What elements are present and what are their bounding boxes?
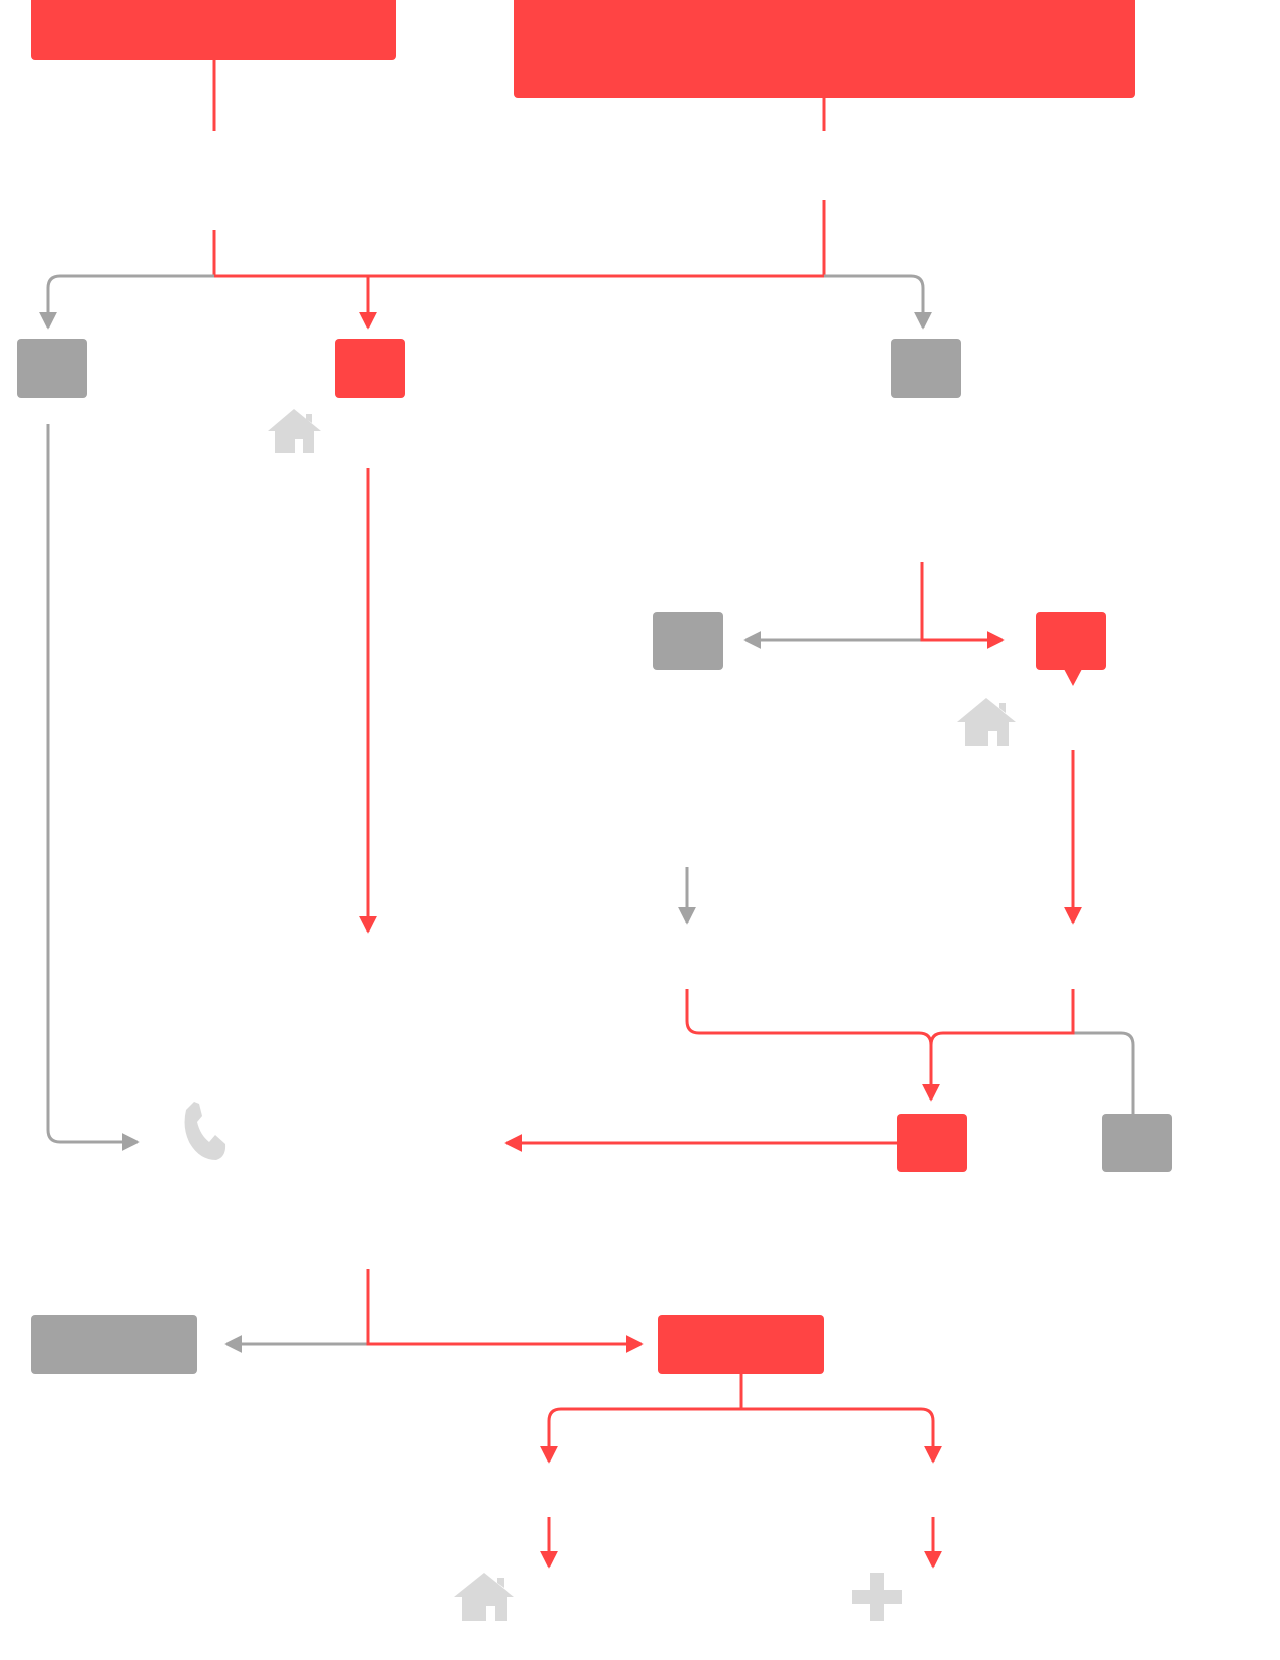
phone-icon	[184, 1102, 226, 1160]
node-red-callout	[1036, 612, 1106, 686]
top-node-left	[31, 0, 396, 60]
node-gray-2	[891, 339, 961, 398]
node-red-1	[335, 339, 405, 398]
connector	[824, 274, 932, 330]
node-gray-3	[653, 612, 723, 670]
connector	[741, 1407, 942, 1464]
connector	[929, 989, 1075, 1046]
node-gray-1	[17, 339, 87, 398]
node-gray-5	[31, 1315, 197, 1374]
connector	[540, 1374, 743, 1464]
plus-icon	[852, 1573, 902, 1621]
home-icon	[268, 409, 321, 453]
node-red-2	[897, 1114, 967, 1172]
connector	[39, 274, 214, 330]
connector	[46, 424, 140, 1151]
home-icon	[957, 698, 1016, 746]
node-red-3	[658, 1315, 824, 1374]
connector	[685, 989, 940, 1102]
connector	[1073, 1031, 1135, 1114]
connector	[366, 1269, 644, 1353]
node-gray-4	[1102, 1114, 1172, 1172]
home-icon	[454, 1573, 514, 1621]
top-node-right	[514, 0, 1135, 98]
connector	[920, 562, 1005, 649]
